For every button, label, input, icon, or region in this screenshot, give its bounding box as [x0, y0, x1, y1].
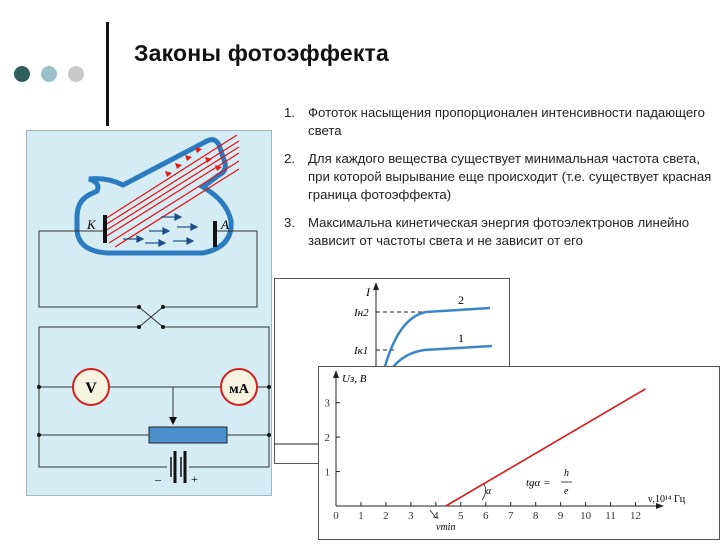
x-tick-label: 2 [383, 510, 389, 522]
cathode-label: K [86, 217, 97, 232]
voltmeter [72, 368, 110, 406]
dot-light-blue-icon [41, 66, 57, 82]
y-tick-label: 3 [325, 398, 331, 410]
circuit-panel: K A [26, 130, 272, 496]
y-axis-arrow-icon [333, 370, 339, 378]
x-tick-label: 7 [508, 510, 514, 522]
x-tick-label: 9 [558, 510, 564, 522]
curve-2 [380, 306, 491, 379]
electron-arrows [123, 213, 199, 247]
dot-dark-icon [14, 66, 30, 82]
y-tick-label: 2 [325, 432, 331, 444]
voltmeter-label: V [85, 380, 97, 397]
ammeter-label: мА [229, 382, 250, 397]
x-tick-label: 5 [458, 510, 464, 522]
y-axis-label: I [365, 285, 371, 299]
beam-arrows [165, 147, 222, 177]
saturation-label-1: Iк1 [353, 345, 368, 357]
series-line [445, 388, 646, 507]
curve-1-label: 1 [458, 331, 464, 345]
law-item: 3.Максимальна кинетическая энергия фотоэ… [284, 215, 690, 248]
dot-gray-icon [68, 66, 84, 82]
rheostat [148, 426, 228, 444]
angle-arc [481, 483, 486, 501]
y-axis-arrow-icon [373, 282, 379, 290]
nu-min-pointer [429, 509, 437, 519]
page-title: Законы фотоэффекта [134, 40, 389, 66]
rheostat-slider-icon[interactable] [169, 417, 177, 425]
x-axis-arrow-icon [656, 503, 664, 509]
x-tick-label: 6 [483, 510, 489, 522]
x-tick-label: 10 [580, 510, 592, 522]
anode-label: A [220, 217, 229, 232]
x-axis-label: ν,10¹⁴ Гц [648, 494, 686, 505]
circuit-diagram: K A [37, 134, 271, 486]
x-tick-label: 3 [408, 510, 414, 522]
law-item: 2.Для каждого вещества существует минима… [284, 151, 712, 202]
battery [170, 451, 187, 483]
x-tick-label: 1 [358, 510, 364, 522]
x-tick-label: 0 [333, 510, 339, 522]
x-tick-label: 11 [605, 510, 616, 522]
ammeter [220, 368, 258, 406]
x-tick-label: 8 [533, 510, 539, 522]
laws-list: 1.Фототок насыщения пропорционален интен… [284, 104, 720, 260]
battery-plus-label: + [191, 472, 198, 486]
nu-min-label: νmin [436, 522, 455, 533]
decorative-dots [14, 66, 94, 82]
y-axis-label: Uз, В [342, 373, 367, 385]
vacuum-tube [74, 137, 234, 256]
slope-label: tgα = [526, 477, 551, 489]
wires [38, 230, 270, 468]
e-label: e [564, 486, 569, 497]
title-divider [106, 22, 109, 126]
x-tick-label: 4 [433, 510, 439, 522]
curve-2-label: 2 [458, 293, 464, 307]
law-item: 1.Фототок насыщения пропорционален интен… [284, 105, 706, 138]
saturation-label-2: Iн2 [353, 307, 369, 319]
x-tick-label: 12 [630, 510, 641, 522]
alpha-label: α [486, 486, 492, 497]
battery-minus-label: – [154, 472, 162, 486]
h-label: h [564, 468, 569, 479]
wire-nodes [37, 305, 271, 437]
y-tick-label: 1 [325, 467, 331, 479]
